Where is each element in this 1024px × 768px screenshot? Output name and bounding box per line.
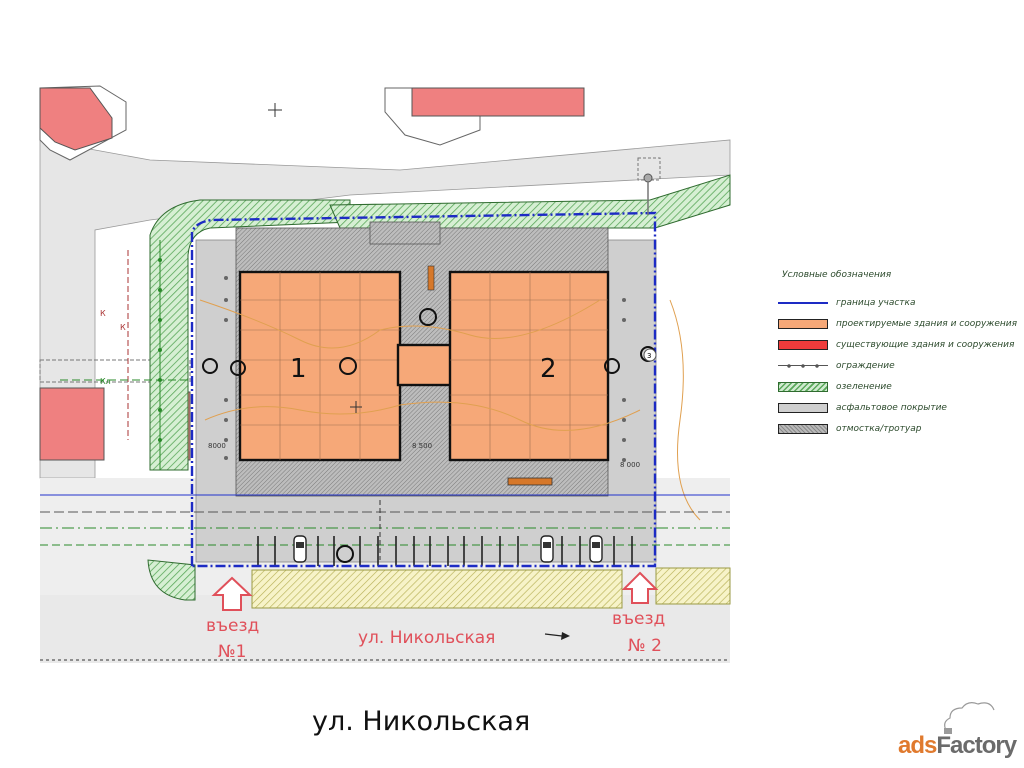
legend-item-sidewalk: отмостка/тротуар (778, 418, 1018, 439)
legend-label: озеленение (836, 381, 892, 392)
existing-building-top-left (39, 85, 127, 161)
connector-building (396, 343, 454, 387)
street-caption: ул. Никольская (312, 706, 531, 737)
legend-item-asphalt: асфальтовое покрытие (778, 397, 1018, 418)
existing-swatch (778, 339, 828, 350)
fence-line (158, 240, 162, 470)
fence-swatch (778, 361, 828, 371)
legend-label: существующие здания и сооружения (836, 339, 1015, 350)
legend-item-boundary: граница участка (778, 292, 1018, 313)
parking-strip (251, 567, 731, 609)
site-plan: 3 К К Кл 8000 8 500 8 000 1 2 въезд №1 в… (39, 85, 731, 663)
parking-stalls (257, 536, 633, 566)
manhole-icon (202, 308, 656, 563)
planned-swatch (778, 318, 828, 329)
entry-arrow-icon (211, 576, 253, 611)
bench (427, 265, 435, 291)
legend-item-planned: проектируемые здания и сооружения (778, 313, 1018, 334)
planned-building-1 (238, 270, 402, 462)
cross-markers (268, 103, 362, 413)
legend-item-green: озеленение (778, 376, 1018, 397)
car-icon (589, 535, 603, 563)
legend-item-existing: существующие здания и сооружения (778, 334, 1018, 355)
legend: Условные обозначения граница участка про… (778, 270, 1018, 439)
legend-label: проектируемые здания и сооружения (836, 318, 1018, 329)
entry-1-number: №1 (218, 642, 247, 662)
brand-part1: ads (898, 732, 937, 759)
manhole-marker: 3 (643, 348, 657, 362)
building-2-number: 2 (540, 354, 557, 384)
marker-k: К (100, 309, 106, 318)
legend-label: ограждение (836, 360, 895, 371)
dimension-left: 8000 (208, 442, 226, 450)
legend-label: отмостка/тротуар (836, 423, 922, 434)
dimension-center: 8 500 (412, 442, 432, 450)
legend-label: граница участка (836, 297, 916, 308)
legend-label: асфальтовое покрытие (836, 402, 947, 413)
dimension-right: 8 000 (620, 461, 640, 469)
green-swatch (778, 381, 828, 392)
entry-arrow-icon (621, 571, 659, 604)
street-label-map: ул. Никольская (358, 628, 495, 648)
planned-building-2 (448, 270, 610, 462)
pole-marker (637, 157, 661, 215)
legend-title: Условные обозначения (782, 270, 892, 280)
brand-part2: Factory (936, 732, 1017, 759)
building-1-number: 1 (290, 354, 307, 384)
sidewalk-swatch (778, 423, 828, 434)
marker-k: К (120, 323, 126, 332)
smoke-icon (944, 702, 995, 734)
site-boundary (190, 211, 657, 568)
light-poles (224, 276, 626, 462)
car-icon (293, 535, 307, 563)
bench (507, 477, 553, 486)
marker-kl: Кл (100, 377, 111, 386)
entry-1-label: въезд (206, 616, 259, 636)
contour-lines (199, 299, 701, 521)
car-icon (540, 535, 554, 563)
existing-building-top-center (384, 87, 585, 146)
utility-lines (40, 250, 730, 661)
entry-2-number: № 2 (628, 636, 662, 656)
direction-arrow-icon (544, 632, 570, 640)
svg-text:3: 3 (647, 352, 651, 360)
brand-logo: adsFactory (898, 732, 1017, 760)
legend-item-fence: ограждение (778, 355, 1018, 376)
asphalt-swatch (778, 402, 828, 413)
boundary-swatch (778, 301, 828, 304)
entry-2-label: въезд (612, 609, 665, 629)
